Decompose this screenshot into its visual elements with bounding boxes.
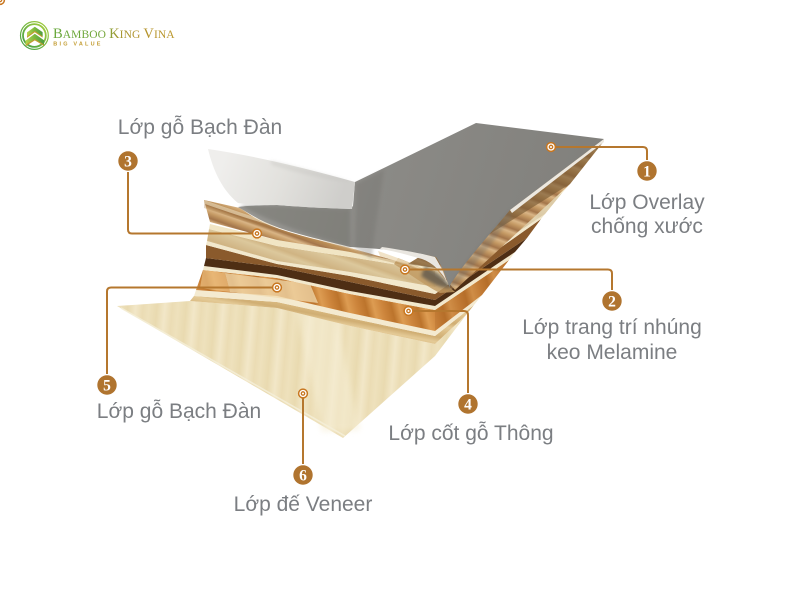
svg-text:Lớp đế Veneer: Lớp đế Veneer [234,493,373,516]
svg-text:3: 3 [124,154,132,171]
svg-text:Lớp gỗ Bạch Đàn: Lớp gỗ Bạch Đàn [118,116,282,139]
svg-text:Lớp Overlay: Lớp Overlay [589,191,705,214]
svg-text:5: 5 [103,378,111,395]
svg-text:keo Melamine: keo Melamine [547,341,678,364]
svg-text:chống xước: chống xước [591,215,703,238]
svg-text:4: 4 [464,397,472,414]
svg-text:Lớp trang trí nhúng: Lớp trang trí nhúng [522,316,702,339]
svg-text:6: 6 [299,468,307,485]
svg-text:BAMBOO KING VINA: BAMBOO KING VINA [53,26,175,42]
svg-text:Lớp gỗ Bạch Đàn: Lớp gỗ Bạch Đàn [97,400,261,423]
svg-text:Lớp cốt gỗ Thông: Lớp cốt gỗ Thông [388,422,553,445]
svg-text:2: 2 [608,294,616,311]
svg-text:1: 1 [643,164,651,181]
svg-text:BIG VALUE: BIG VALUE [53,42,102,48]
